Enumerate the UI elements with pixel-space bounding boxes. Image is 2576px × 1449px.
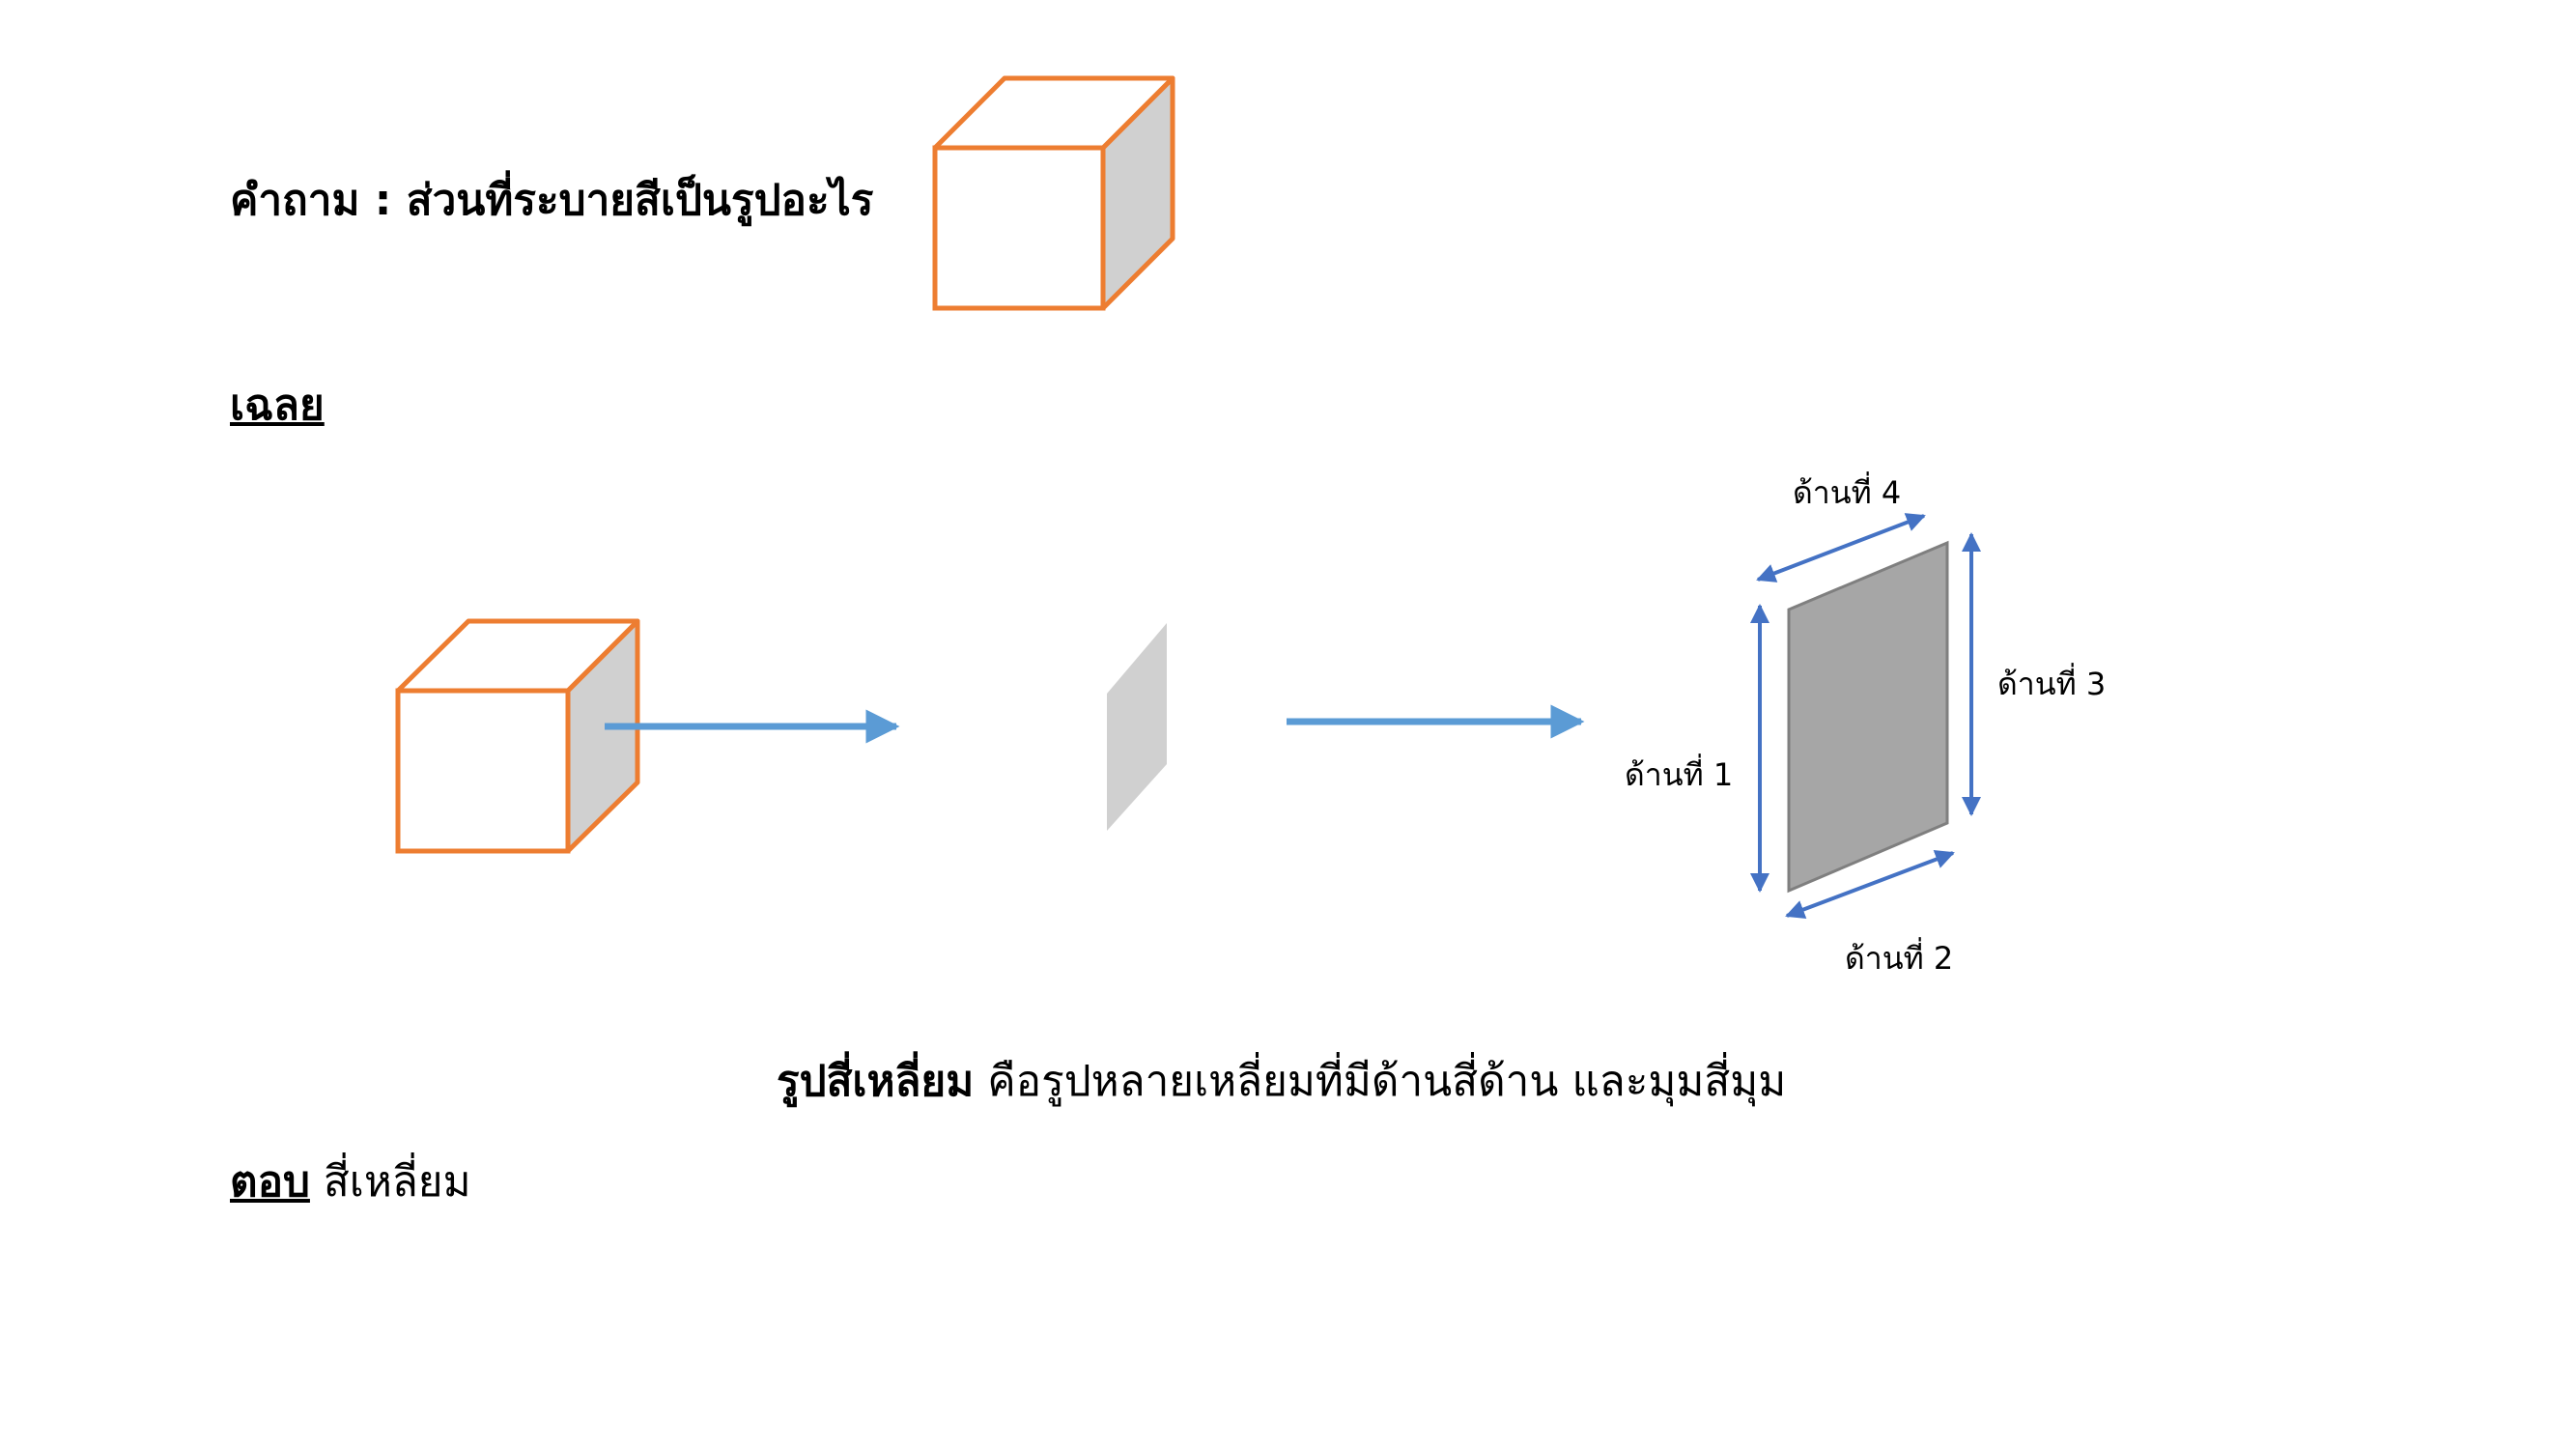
answer-heading: เฉลย [230,381,325,430]
definition-term: รูปสี่เหลี่ยม [777,1057,975,1106]
answer-cube [395,618,640,854]
side-3-label: ด้านที่ 3 [1997,666,2107,702]
question-cube-front-face [932,145,1106,311]
definition-body: คือรูปหลายเหลี่ยมที่มีด้านสี่ด้าน และมุม… [974,1057,1787,1106]
extracted-face [1107,623,1167,831]
final-answer-value: สี่เหลี่ยม [309,1157,471,1207]
side-2-dimension-arrow [1785,850,1955,919]
side-2-label: ด้านที่ 2 [1845,940,1954,977]
definition-text: รูปสี่เหลี่ยม คือรูปหลายเหลี่ยมที่มีด้าน… [777,1061,1786,1103]
final-answer: ตอบ สี่เหลี่ยม [230,1161,471,1204]
side-4-dimension-arrow [1756,513,1926,582]
answer-cube-front-face [395,688,571,854]
side-1-label: ด้านที่ 1 [1625,756,1734,793]
side-4-label: ด้านที่ 4 [1793,474,1902,511]
question-text: คำถาม : ส่วนที่ระบายสีเป็นรูปอะไร [230,176,874,225]
quadrilateral [1787,540,1949,894]
final-answer-label: ตอบ [230,1157,310,1207]
question-cube [932,75,1175,311]
